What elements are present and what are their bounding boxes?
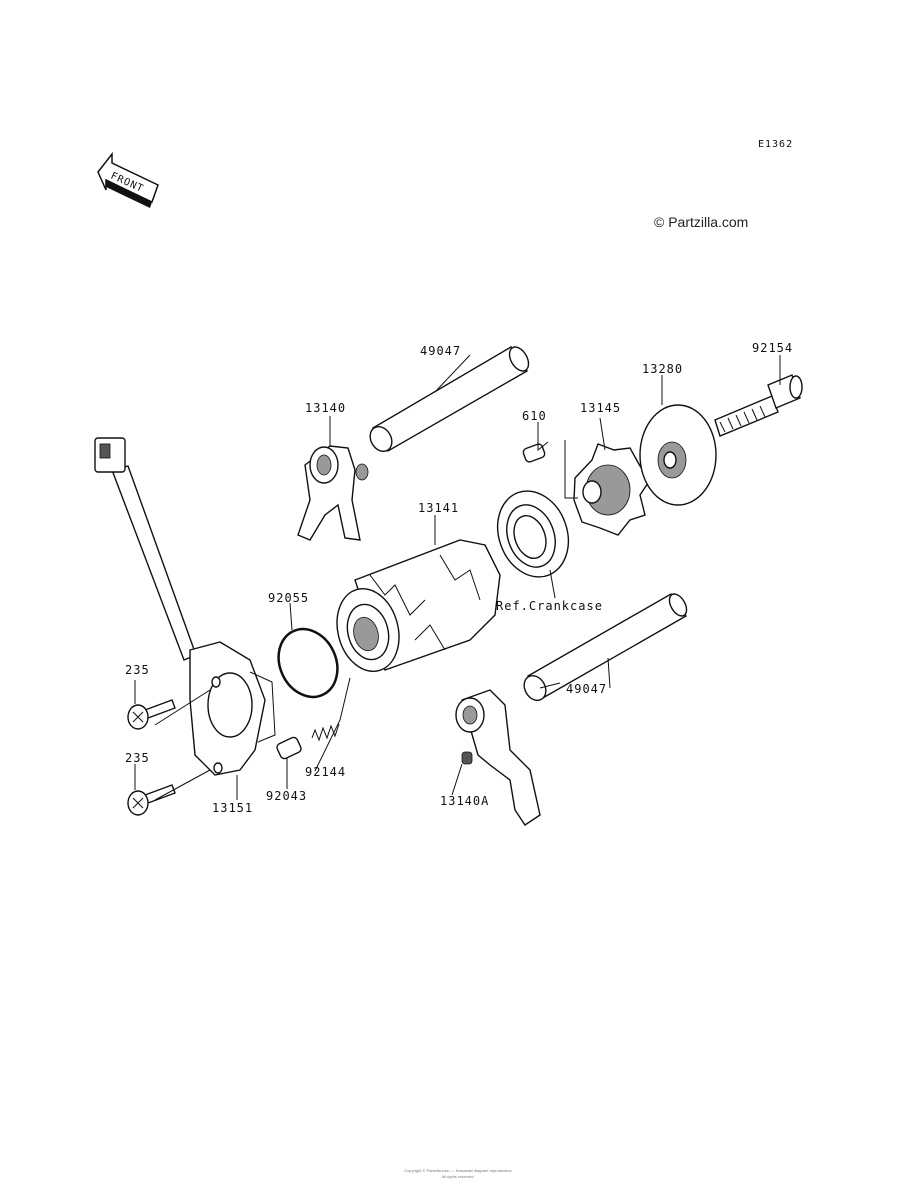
part-label: 92043 [266, 789, 307, 803]
part-label: 49047 [566, 682, 607, 696]
part-label: 13280 [642, 362, 683, 376]
part-label: 610 [522, 409, 547, 423]
part-label: 92144 [305, 765, 346, 779]
bolt-235-lower[interactable] [127, 784, 176, 816]
footer-line-1: Copyright © Partzilla.com — Kawasaki dia… [404, 1168, 511, 1173]
part-label: 235 [125, 751, 150, 765]
spring-92144[interactable] [311, 723, 340, 742]
part-label: 235 [125, 663, 150, 677]
part-label: 13141 [418, 501, 459, 515]
shift-fork-13140[interactable] [297, 445, 369, 541]
shift-shaft-13151[interactable] [94, 437, 276, 776]
part-label: 13145 [580, 401, 621, 415]
part-label: 92055 [268, 591, 309, 605]
bolt-235-upper[interactable] [127, 699, 176, 730]
pin-92043[interactable] [276, 736, 303, 760]
part-label: 13151 [212, 801, 253, 815]
shift-rod-lower[interactable] [520, 591, 690, 704]
part-label: Ref.Crankcase [496, 599, 603, 613]
bolt-92154[interactable] [714, 374, 803, 437]
part-label: 92154 [752, 341, 793, 355]
diagram-code: E1362 [758, 139, 793, 150]
leader-lines [134, 354, 781, 801]
part-label: 13140 [305, 401, 346, 415]
bearing-ref-crankcase[interactable] [486, 481, 580, 587]
part-label: 13140A [440, 794, 489, 808]
shift-rod-upper[interactable] [366, 344, 533, 456]
o-ring-92055[interactable] [268, 619, 348, 706]
front-arrow-icon: FRONT [97, 151, 159, 208]
holder-plate-13280[interactable] [639, 404, 717, 506]
footer-line-2: All rights reserved. [441, 1174, 474, 1179]
shift-fork-13140a[interactable] [455, 689, 541, 826]
shift-drum-13141[interactable] [328, 539, 501, 678]
part-label: 49047 [420, 344, 461, 358]
watermark: © Partzilla.com [654, 214, 748, 230]
shift-drum-cam-13145[interactable] [573, 443, 651, 536]
